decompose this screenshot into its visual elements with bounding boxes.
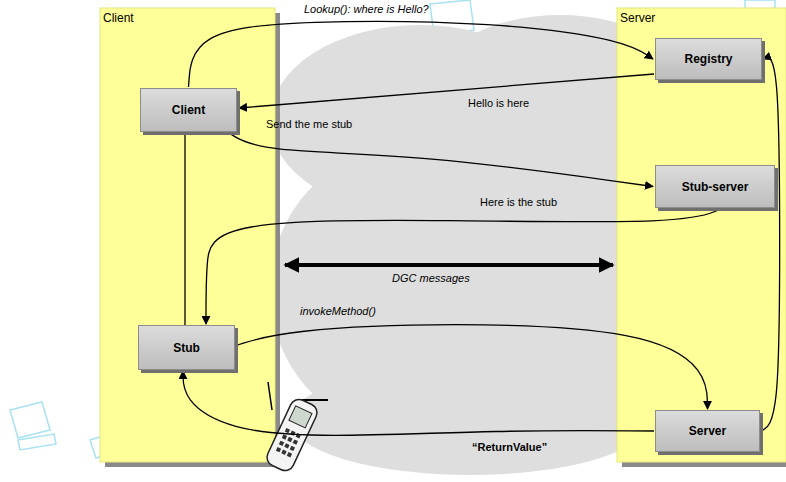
cloud-lobe xyxy=(290,365,650,475)
component-box: Stub-server xyxy=(655,165,775,208)
box-label: Registry xyxy=(684,52,732,66)
connector xyxy=(761,58,780,431)
message-label: Hello is here xyxy=(468,97,529,110)
phone-key xyxy=(281,450,286,455)
phone-key xyxy=(293,439,298,444)
message-label: “ReturnValue” xyxy=(472,441,547,454)
component-box: Server xyxy=(655,410,760,452)
connector xyxy=(206,209,721,324)
panel-title: Client xyxy=(103,11,134,25)
connector xyxy=(229,133,653,187)
box-label: Stub-server xyxy=(682,180,749,194)
host-panel: ClientClientStub xyxy=(100,8,275,462)
phone-key xyxy=(290,446,295,451)
connector xyxy=(189,21,654,87)
message-label: Send the me stub xyxy=(266,118,352,131)
phone-key xyxy=(276,447,281,452)
phone-key xyxy=(284,443,289,448)
message-label: DGC messages xyxy=(392,272,470,285)
phone-key xyxy=(290,431,295,436)
message-label: Here is the stub xyxy=(480,196,557,209)
box-label: Server xyxy=(689,424,726,438)
phone-key xyxy=(285,428,290,433)
panel-fill xyxy=(617,8,786,462)
connector xyxy=(239,74,654,108)
mobile-phone-icon xyxy=(264,382,328,474)
box-label: Stub xyxy=(173,341,200,355)
box-label: Client xyxy=(172,103,205,117)
antenna-line xyxy=(268,382,272,410)
component-box: Client xyxy=(140,88,237,132)
connector xyxy=(285,263,613,267)
phone-key xyxy=(287,437,292,442)
component-box: Registry xyxy=(655,38,762,80)
phone-screen xyxy=(289,406,312,428)
connector xyxy=(183,371,654,435)
component-box: Stub xyxy=(138,325,235,370)
phone-key xyxy=(282,434,287,439)
laptop-sketch xyxy=(10,402,56,450)
message-label: invokeMethod() xyxy=(300,305,376,318)
connector xyxy=(236,325,708,409)
panel-fill xyxy=(100,8,275,462)
host-panel: ServerRegistryStub-serverServer xyxy=(617,8,786,462)
message-label: Lookup(): where is Hello? xyxy=(304,3,429,16)
panel-title: Server xyxy=(620,11,655,25)
connector xyxy=(184,132,185,325)
phone-key xyxy=(279,441,284,446)
phone-key xyxy=(287,452,292,457)
